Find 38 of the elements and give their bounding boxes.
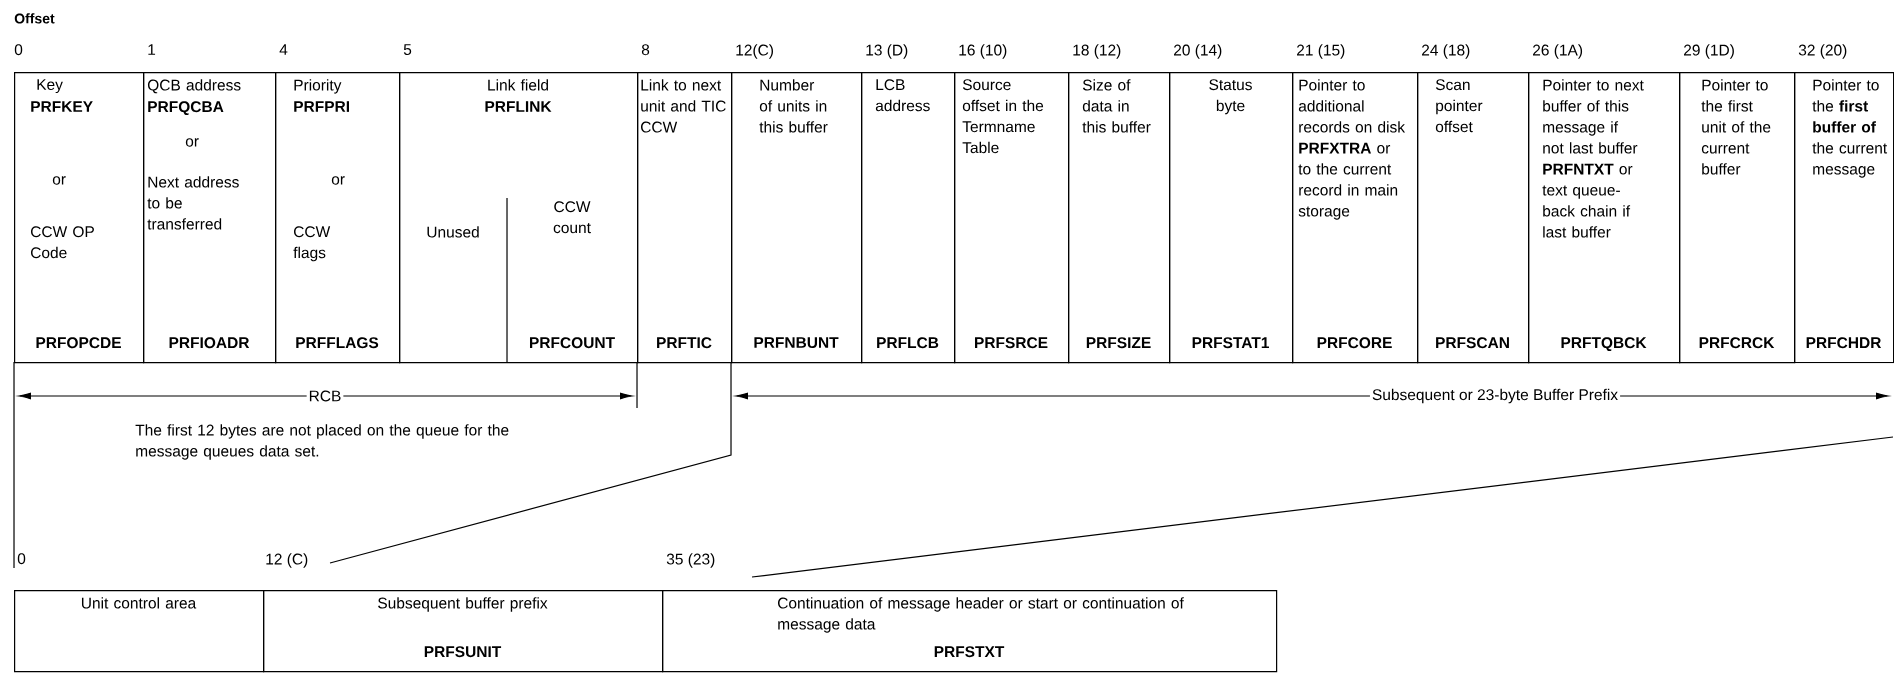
offset-label: 12(C) xyxy=(736,44,773,59)
area-cell: Subsequent buffer prefix PRFSUNIT xyxy=(263,590,664,673)
offset-label: 5 xyxy=(403,44,412,56)
dimension-label: Subsequent or 23-byte Buffer Prefix xyxy=(1369,386,1621,406)
field-cell: Pointer to the first unit of the current buffer PRFCRCK xyxy=(1679,72,1796,364)
field-cell: Pointer to next buffer of this message if not last buffer PRFNTXT or text queue-back chain if last buffer PRFTQBCK xyxy=(1528,72,1681,364)
offset-label: 18 (12) xyxy=(1073,44,1121,59)
offset-label: 26 (1A) xyxy=(1533,44,1583,59)
offset-label: 1 xyxy=(148,44,156,55)
offset-label: 0 xyxy=(14,44,23,56)
axis-title: Offset xyxy=(14,13,55,24)
field-cell: Link field PRFLINK Unused CCW count PRFCOUNT xyxy=(399,72,639,364)
offset-label: 32 (20) xyxy=(1798,44,1847,59)
field-cell: Pointer to additional records on disk PRFXTRA or to the current record in main storage PRFCORE xyxy=(1292,72,1419,364)
dimension-label: RCB xyxy=(306,388,344,404)
field-cell: Pointer to the first buffer of the current message PRFCHDR xyxy=(1794,72,1894,364)
offset-label: 12 (C) xyxy=(266,553,308,568)
offset-label: 29 (1D) xyxy=(1684,44,1734,59)
offset-label: 20 (14) xyxy=(1174,44,1222,59)
field-cell: Link to next unit and TIC CCW PRFTIC xyxy=(637,72,733,364)
field-cell: Status byte PRFSTAT1 xyxy=(1169,72,1294,364)
area-cell: Continuation of message header or start or continuation of message data PRFSTXT xyxy=(662,590,1278,673)
field-cell: Number of units in this buffer PRFNBUNT xyxy=(731,72,863,364)
offset-label: 35 (23) xyxy=(666,553,715,568)
field-cell: Scan pointer offset PRFSCAN xyxy=(1417,72,1530,364)
offset-label: 24 (18) xyxy=(1422,44,1470,59)
offset-label: 8 xyxy=(641,44,650,56)
offset-label: 13 (D) xyxy=(866,44,908,59)
area-cell: Unit control area xyxy=(14,590,265,673)
offset-label: 16 (10) xyxy=(959,44,1007,59)
offset-label: 0 xyxy=(17,553,26,565)
field-cell: Source offset in the Termname Table PRFSRCE xyxy=(954,72,1070,364)
field-cell: Size of data in this buffer PRFSIZE xyxy=(1068,72,1171,364)
field-cell: Priority PRFPRI or CCW flags PRFFLAGS xyxy=(275,72,401,364)
note: The first 12 bytes are not placed on the queue for the message queues data set. xyxy=(135,424,509,460)
offset-label: 4 xyxy=(279,44,288,55)
offset-label: 21 (15) xyxy=(1297,44,1345,59)
field-cell: LCB address PRFLCB xyxy=(861,72,956,364)
